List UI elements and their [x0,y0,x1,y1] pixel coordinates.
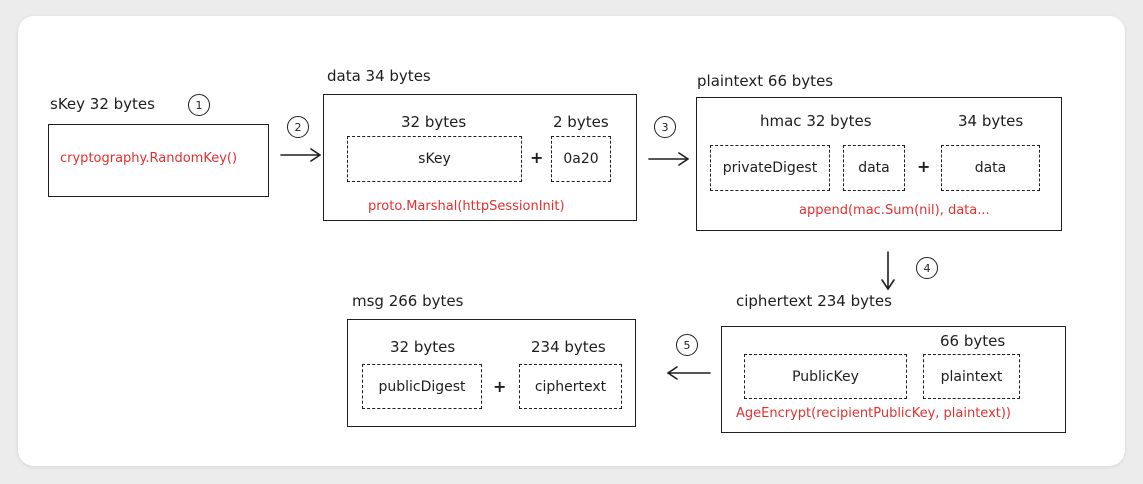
data-plus: + [530,148,544,167]
data-field2-size: 2 bytes [553,113,609,131]
msg-title: msg 266 bytes [352,292,464,310]
skey-code: cryptography.RandomKey() [60,151,238,166]
ciphertext-field-public-key: PublicKey [744,354,907,399]
plaintext-field-data-1: data [843,145,905,191]
step-3-badge: 3 [654,116,676,138]
plaintext-hmac-size: hmac 32 bytes [760,112,872,130]
plaintext-title: plaintext 66 bytes [697,72,834,90]
data-field-0a20: 0a20 [551,136,611,182]
plaintext-box [696,97,1062,231]
msg-plus: + [493,377,507,396]
data-title: data 34 bytes [327,67,431,85]
ciphertext-title: ciphertext 234 bytes [736,292,892,310]
plaintext-field-data-2: data [941,145,1040,191]
plaintext-plus: + [917,157,931,176]
step-5-badge: 5 [676,334,698,356]
data-code: proto.Marshal(httpSessionInit) [368,199,565,214]
step-2-badge: 2 [287,116,309,138]
msg-field-public-digest: publicDigest [362,364,482,409]
ciphertext-code: AgeEncrypt(recipientPublicKey, plaintext… [736,406,1012,421]
msg-box [347,319,636,427]
msg-field-ciphertext: ciphertext [519,364,622,409]
data-box [323,94,637,221]
step-1-badge: 1 [188,94,210,116]
plaintext-field-private-digest: privateDigest [710,145,830,191]
ciphertext-field-plaintext: plaintext [923,354,1020,399]
plaintext-code: append(mac.Sum(nil), data... [799,203,990,218]
data-field-skey: sKey [347,136,522,182]
data-field1-size: 32 bytes [401,113,467,131]
step-4-badge: 4 [916,257,938,279]
arrow-step-2 [280,148,321,162]
arrow-step-4 [881,251,895,290]
plaintext-field3-size: 34 bytes [958,112,1024,130]
skey-title: sKey 32 bytes [50,95,155,113]
arrow-step-3 [648,152,689,166]
arrow-step-5 [667,366,711,380]
skey-box [48,124,269,197]
ciphertext-box [721,326,1066,433]
msg-field1-size: 32 bytes [390,338,456,356]
ciphertext-field2-size: 66 bytes [940,332,1006,350]
msg-field2-size: 234 bytes [531,338,606,356]
